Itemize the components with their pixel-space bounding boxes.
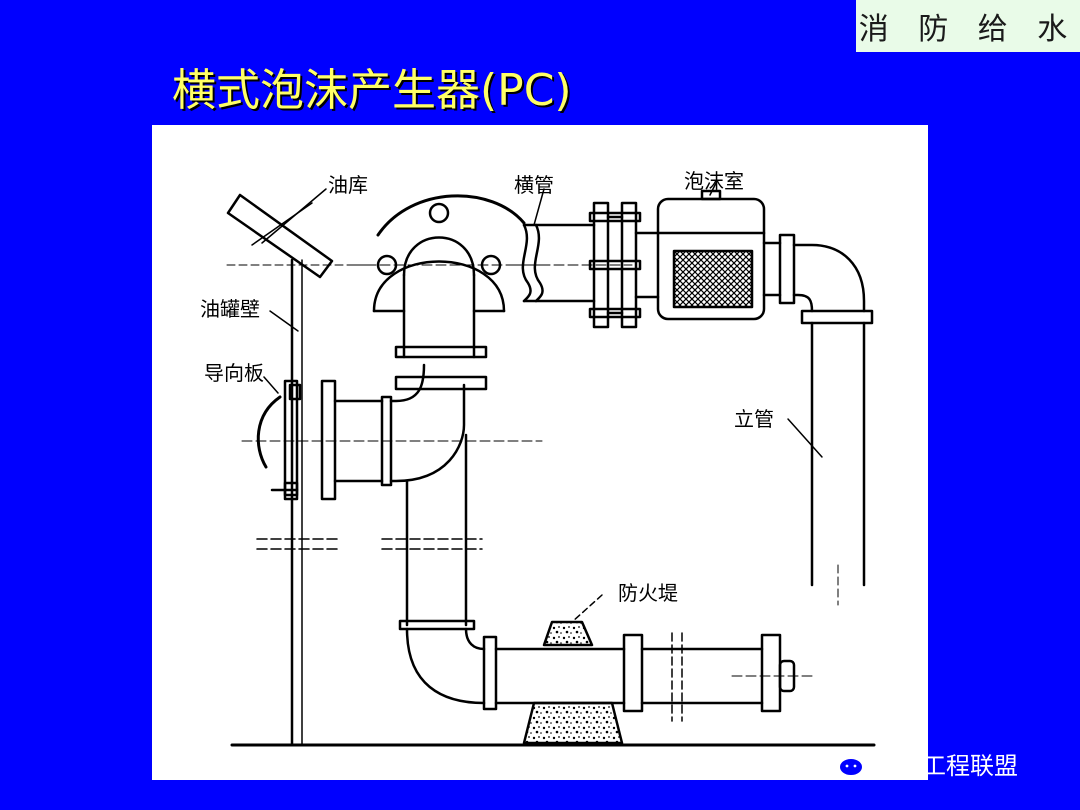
- top-inlet-housing: [372, 260, 506, 313]
- guide-plate: [256, 395, 282, 469]
- collar-upper: [394, 345, 488, 359]
- end-flange: [760, 633, 782, 713]
- section-badge: 消 防 给 水: [856, 0, 1080, 52]
- diagram-panel: 油库 横管 泡沫室 油罐壁 导向板 立管 防火堤: [152, 125, 928, 780]
- label-foam-chamber: 泡沫室: [684, 169, 744, 193]
- riser-elbow-outer: [792, 243, 866, 313]
- foam-chamber-cap: [700, 189, 722, 201]
- label-riser: 立管: [734, 407, 774, 431]
- foam-generator-diagram: [226, 182, 876, 747]
- flange-b: [620, 201, 638, 329]
- stub-flange: [380, 395, 393, 487]
- flange-a: [592, 201, 610, 329]
- lower-flange-mid: [622, 633, 644, 713]
- page-title: 横式泡沫产生器(PC): [172, 65, 572, 116]
- label-oil-tank: 油库: [328, 173, 368, 197]
- collar-lower: [394, 375, 488, 391]
- tank-roof: [226, 193, 334, 279]
- lower-elbow-outer: [405, 627, 486, 705]
- tank-flange-outer: [320, 379, 337, 501]
- riser-flange: [800, 309, 874, 325]
- label-cross-pipe: 横管: [514, 173, 554, 197]
- bolt-top: [428, 202, 450, 224]
- watermark-text: 机电工程联盟: [874, 751, 1018, 780]
- watermark: 机电工程联盟: [822, 746, 1018, 780]
- foam-chamber-mesh: [672, 249, 754, 309]
- label-guide-plate: 导向板: [204, 361, 264, 385]
- label-tank-wall: 油罐壁: [200, 297, 260, 321]
- lower-collar: [398, 619, 476, 631]
- fire-dike-base: [522, 701, 624, 745]
- fire-dike-top: [542, 620, 594, 647]
- cross-pipe-break: [521, 223, 532, 303]
- wechat-icon: [824, 748, 864, 777]
- tank-flange-inner: [283, 379, 299, 501]
- label-fire-dike: 防火堤: [618, 581, 678, 605]
